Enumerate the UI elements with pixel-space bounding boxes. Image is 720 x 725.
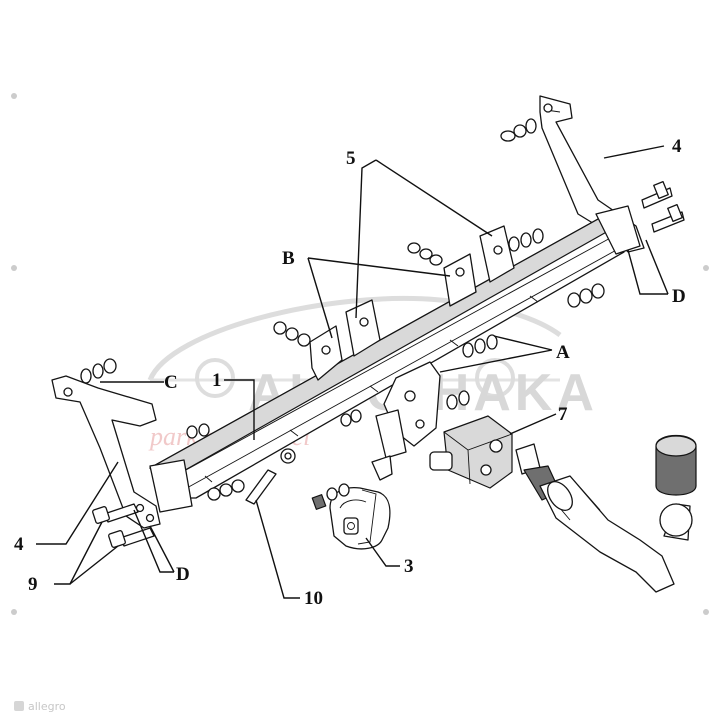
chain-eye: [245, 448, 296, 505]
center-mount-plate: [375, 361, 441, 459]
label-side-arm-right: 4: [672, 136, 682, 157]
nut-stack-upper-left: [273, 321, 311, 347]
label-point-a: A: [556, 342, 570, 363]
label-side-arm-left: 4: [14, 534, 24, 555]
label-electrical-socket: 3: [404, 556, 414, 577]
label-bolts: 9: [28, 574, 38, 595]
tow-bar-neck: [523, 465, 675, 593]
bracket-right: [443, 225, 515, 307]
label-point-b: B: [282, 248, 295, 269]
nut-stack-mid: [508, 228, 544, 252]
nut-stack-top: [500, 118, 537, 142]
bolt-right-upper: [641, 180, 673, 209]
marketplace-name: allegro: [28, 700, 66, 713]
nut-stacks: [186, 228, 605, 501]
side-arm-left: [51, 358, 161, 529]
nut-stack-center: [446, 390, 470, 410]
bolts-left: [92, 503, 155, 548]
marketplace-watermark: allegro: [14, 700, 66, 713]
main-beam: [149, 205, 641, 513]
label-brackets: 5: [346, 148, 356, 169]
label-point-c: C: [164, 372, 178, 393]
locking-mechanism: [429, 415, 541, 489]
nut-stack-b: [407, 242, 443, 266]
leader-lines: [36, 145, 669, 599]
nut-stack-lower-left: [207, 479, 245, 501]
nut-stack-left-top: [80, 358, 117, 384]
nut-stack-left-mid: [186, 423, 210, 439]
label-point-d-right: D: [672, 286, 686, 307]
label-tow-ball: 7: [558, 404, 568, 425]
label-chain-eye: 10: [304, 588, 323, 609]
electrical-socket: [311, 455, 393, 550]
bracket-left: [309, 299, 381, 381]
registration-marks: [11, 93, 709, 615]
nut-stack-center-left: [340, 409, 362, 427]
socket-bolts: [311, 483, 350, 510]
bolt-upper: [92, 503, 139, 524]
tow-ball-assembly: [429, 415, 697, 593]
label-point-d-left: D: [176, 564, 190, 585]
tow-ball: [655, 435, 697, 541]
bolt-lower: [108, 527, 155, 548]
callout-labels: 5 4 B D A 1 C 7 4 3 D 9 10: [14, 136, 686, 609]
label-main-beam: 1: [212, 370, 222, 391]
nut-stack-right: [567, 283, 605, 308]
bolt-right-lower: [651, 203, 685, 233]
nut-stack-a: [462, 334, 498, 358]
